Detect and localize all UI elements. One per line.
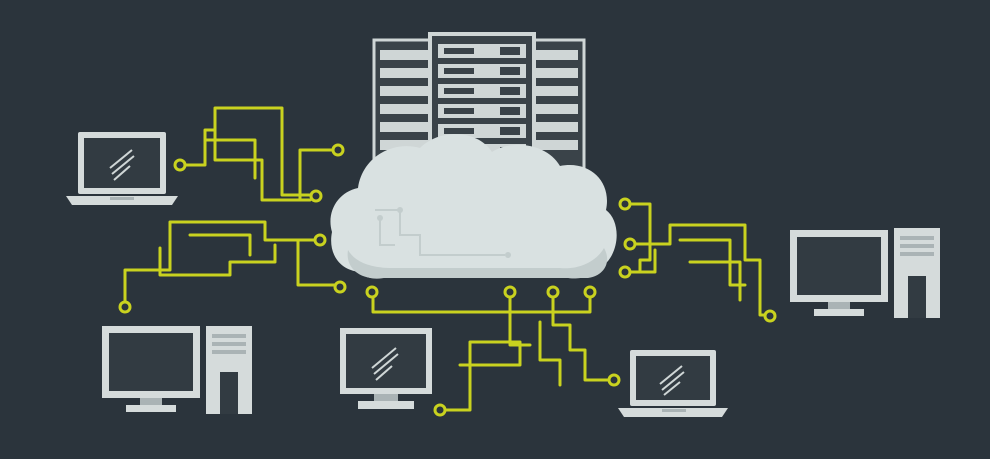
desktop-tower-icon [206, 326, 252, 414]
desktop-monitor-icon [790, 230, 888, 316]
laptop-icon [66, 132, 178, 205]
laptop-icon [618, 350, 728, 417]
circuit-line-icon [123, 106, 772, 412]
desktop-tower-icon [894, 228, 940, 318]
circuit-node-icon [118, 143, 777, 417]
desktop-monitor-icon [102, 326, 200, 412]
desktop-monitor-icon [340, 328, 432, 409]
cloud-icon [330, 134, 617, 279]
